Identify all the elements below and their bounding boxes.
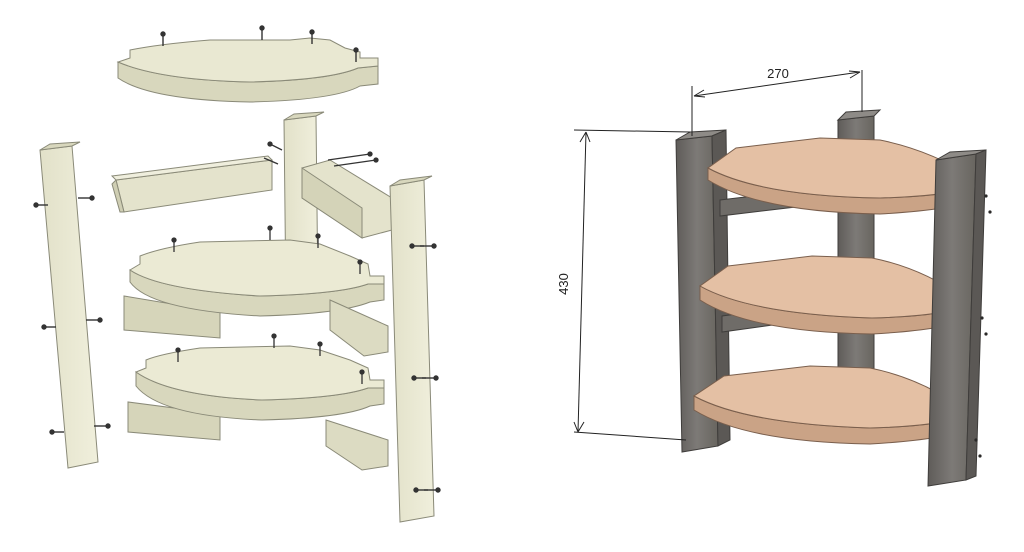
exploded-assembly (33, 25, 441, 523)
left-post-exploded (33, 141, 111, 469)
assembled-shelf: 270 430 (556, 66, 992, 487)
shelf-middle-assembled (699, 255, 967, 335)
middle-shelf-exploded (123, 225, 389, 357)
rail-back-exploded (110, 155, 274, 213)
front-post-assembled (927, 149, 992, 487)
width-dimension (691, 70, 863, 136)
bottom-shelf-exploded (127, 333, 389, 471)
top-shelf-exploded (116, 25, 379, 103)
shelf-bottom-assembled (693, 365, 965, 445)
height-dimension (573, 129, 691, 441)
shelf-top-assembled (707, 137, 977, 215)
width-label: 270 (767, 66, 789, 81)
height-label: 430 (556, 273, 571, 295)
front-post-exploded (389, 175, 441, 523)
